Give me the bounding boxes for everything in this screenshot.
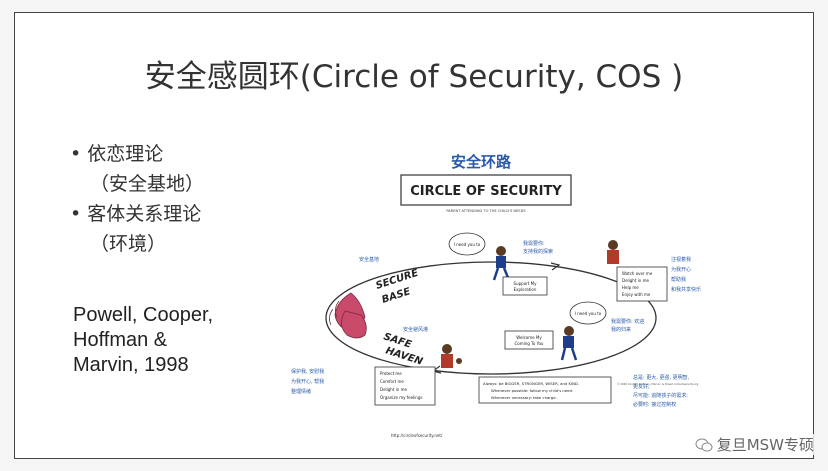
bubble-top (448, 232, 486, 256)
svg-text:I need you to: I need you to (575, 311, 602, 316)
watermark: 复旦MSW专硕 (694, 434, 814, 455)
bubble-right (569, 301, 607, 325)
bullet-list: • 依恋理论 （安全基地） • 客体关系理论 （环境） (70, 139, 204, 259)
right-cn-1: 我需要你: 欢迎 (611, 318, 644, 325)
banner-title: CIRCLE OF SECURITY (410, 184, 562, 199)
svg-text:Delight in me: Delight in me (380, 387, 407, 392)
svg-text:Whenever possible: follow my c: Whenever possible: follow my child's nee… (491, 388, 573, 393)
bullet-secure-base: （安全基地） (90, 173, 205, 195)
diagram-url: http://circleofsecurity.net/ (391, 433, 443, 438)
svg-text:Always: be BIGGER, STRONGER, W: Always: be BIGGER, STRONGER, WISER, and … (483, 381, 579, 386)
svg-text:Comfort me: Comfort me (380, 379, 404, 384)
welcome-box (504, 330, 554, 350)
svg-text:更友好;: 更友好; (633, 383, 650, 390)
svg-text:保护我, 安慰我: 保护我, 安慰我 (291, 368, 324, 375)
svg-text:为我开心, 帮我: 为我开心, 帮我 (291, 378, 324, 385)
citation-line: Marvin, 1998 (73, 354, 189, 376)
svg-text:必要时: 接过控制权: 必要时: 接过控制权 (633, 401, 676, 408)
svg-text:I need you to: I need you to (454, 242, 481, 247)
bullet-object-relations: • 客体关系理论 (70, 203, 202, 225)
citation-line: Hoffman & (73, 329, 168, 351)
svg-text:为我开心: 为我开心 (671, 266, 691, 273)
svg-text:Organize my feelings: Organize my feelings (380, 395, 422, 400)
slide-title: 安全感圆环(Circle of Security, COS ) (144, 59, 684, 95)
svg-text:Coming To You: Coming To You (515, 341, 544, 346)
safe-haven-cn: 安全避风港 (403, 326, 428, 333)
citation: Powell, Cooper, Hoffman & Marvin, 1998 (73, 303, 213, 378)
svg-text:Enjoy with me: Enjoy with me (622, 292, 651, 297)
banner-box (400, 174, 572, 206)
copyright: © 2000 Cooper, Hoffman, Marvin, & Powell… (617, 382, 699, 386)
svg-text:Exploration: Exploration (514, 287, 537, 292)
svg-text:尽可能: 追随孩子的需求;: 尽可能: 追随孩子的需求; (633, 392, 688, 399)
svg-text:Support My: Support My (514, 281, 538, 286)
support-box (502, 276, 548, 296)
child-figure-right (560, 326, 578, 361)
svg-text:Whenever necessary: take charg: Whenever necessary: take charge. (491, 395, 557, 400)
citation-line: Powell, Cooper, (73, 304, 214, 326)
bullet-environment: （环境） (90, 233, 167, 255)
bullet-attachment-theory: • 依恋理论 (70, 143, 164, 165)
svg-text:Watch over me: Watch over me (622, 271, 653, 276)
wechat-icon (695, 438, 713, 451)
circle-loop (325, 261, 657, 375)
parent-hands (329, 292, 367, 339)
svg-text:Help me: Help me (622, 285, 639, 290)
watch-list-box (616, 266, 668, 302)
secure-base-cn: 安全基地 (359, 256, 379, 263)
circle-of-security-diagram: 安全环路 CIRCLE OF SECURITY PARENT ATTENDING… (251, 141, 706, 449)
svg-text:和我共享快乐: 和我共享快乐 (671, 286, 701, 293)
slide: 安全感圆环(Circle of Security, COS ) • 依恋理论 （… (14, 12, 814, 459)
diagram-cn-title: 安全环路 (451, 153, 512, 171)
banner-subtitle: PARENT ATTENDING TO THE CHILD'S NEEDS (446, 209, 526, 213)
top-cn-2: 支持我的探索 (523, 248, 553, 255)
svg-text:Protect me: Protect me (380, 371, 402, 376)
right-cn-2: 我的归来 (611, 326, 631, 333)
svg-text:总是: 更大, 更强, 更明智,: 总是: 更大, 更强, 更明智, (633, 374, 690, 381)
parent-figure-left (441, 344, 462, 368)
top-cn-1: 我需要你: (523, 240, 545, 247)
child-figure-top (492, 246, 511, 281)
protect-list-box (374, 366, 436, 406)
svg-text:Welcome My: Welcome My (516, 335, 542, 340)
svg-text:帮助我: 帮助我 (671, 276, 686, 283)
svg-text:Delight in me: Delight in me (622, 278, 649, 283)
parent-figure-right (607, 240, 619, 264)
svg-text:注视着我: 注视着我 (671, 256, 691, 263)
watermark-text: 复旦MSW专硕 (716, 436, 814, 454)
always-box (478, 376, 612, 404)
svg-text:整理情绪: 整理情绪 (291, 388, 311, 395)
